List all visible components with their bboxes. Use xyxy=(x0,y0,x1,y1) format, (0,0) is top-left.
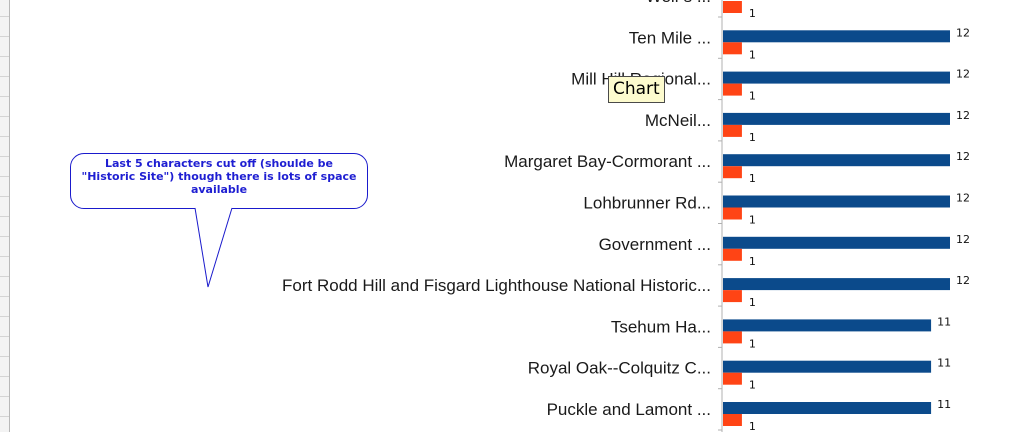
bar[interactable] xyxy=(723,402,932,414)
gutter-row-line xyxy=(0,196,9,197)
gutter-row-line xyxy=(0,76,9,77)
data-label: 12 xyxy=(956,26,970,39)
data-label: 1 xyxy=(749,296,756,309)
data-label: 1 xyxy=(749,337,756,350)
bar[interactable] xyxy=(723,195,950,208)
data-label: 1 xyxy=(749,420,756,432)
gutter-row-line xyxy=(0,256,9,257)
category-label: Weir's ... xyxy=(646,0,711,6)
category-label: McNeil... xyxy=(645,111,711,130)
data-label: 1 xyxy=(749,172,756,185)
gutter-row-line xyxy=(0,356,9,357)
gutter-row-line xyxy=(0,136,9,137)
data-label: 12 xyxy=(956,109,970,122)
data-label: 1 xyxy=(749,214,756,227)
data-label: 12 xyxy=(956,150,970,163)
gutter-row-line xyxy=(0,296,9,297)
gutter-row-line xyxy=(0,176,9,177)
category-label: Puckle and Lamont ... xyxy=(547,400,711,419)
bar[interactable] xyxy=(723,236,950,249)
category-label: Ten Mile ... xyxy=(629,28,711,47)
gutter-row-line xyxy=(0,116,9,117)
category-label: Fort Rodd Hill and Fisgard Lighthouse Na… xyxy=(282,276,711,295)
gutter-row-line xyxy=(0,156,9,157)
gutter-row-line xyxy=(0,276,9,277)
gutter-row-line xyxy=(0,416,9,417)
bar[interactable] xyxy=(723,319,932,332)
data-label: 1 xyxy=(749,48,756,61)
data-label: 12 xyxy=(956,274,970,287)
data-label: 12 xyxy=(956,192,970,205)
bar[interactable] xyxy=(723,248,742,261)
data-label: 1 xyxy=(749,90,756,103)
bar[interactable] xyxy=(723,124,742,137)
category-label: Tsehum Ha... xyxy=(611,317,711,336)
gutter-row-line xyxy=(0,396,9,397)
gutter-row-line xyxy=(0,56,9,57)
bar[interactable] xyxy=(723,83,742,96)
data-label: 11 xyxy=(937,315,951,328)
callout-text: Last 5 characters cut off (shoulde be "H… xyxy=(81,157,357,196)
data-label: 1 xyxy=(749,7,756,20)
category-label: Lohbrunner Rd... xyxy=(583,194,711,213)
gutter-row-line xyxy=(0,236,9,237)
bar[interactable] xyxy=(723,207,742,220)
gutter-row-line xyxy=(0,16,9,17)
gutter-row-line xyxy=(0,216,9,217)
gutter-row-line xyxy=(0,96,9,97)
sheet-row-gutter xyxy=(0,0,10,432)
bar[interactable] xyxy=(723,1,742,13)
gutter-row-line xyxy=(0,336,9,337)
gutter-row-line xyxy=(0,376,9,377)
bar[interactable] xyxy=(723,42,742,55)
bar[interactable] xyxy=(723,112,950,125)
category-label: Royal Oak--Colquitz C... xyxy=(528,359,711,378)
category-label: Margaret Bay-Cormorant ... xyxy=(504,152,711,171)
data-label: 11 xyxy=(937,398,951,411)
category-label: Government ... xyxy=(599,235,711,254)
bar[interactable] xyxy=(723,414,742,426)
data-label: 11 xyxy=(937,357,951,370)
bar[interactable] xyxy=(723,278,950,291)
bar[interactable] xyxy=(723,154,950,167)
data-label: 12 xyxy=(956,68,970,81)
data-label: 1 xyxy=(749,255,756,268)
bar[interactable] xyxy=(723,331,742,344)
gutter-row-line xyxy=(0,36,9,37)
bar[interactable] xyxy=(723,360,932,373)
comment-callout[interactable] xyxy=(70,153,368,209)
bar[interactable] xyxy=(723,372,742,385)
bar[interactable] xyxy=(723,290,742,303)
chart-tooltip: Chart xyxy=(608,76,665,103)
data-label: 1 xyxy=(749,379,756,392)
gutter-row-line xyxy=(0,316,9,317)
data-label: 1 xyxy=(749,131,756,144)
data-label: 12 xyxy=(956,233,970,246)
bar[interactable] xyxy=(723,166,742,179)
bar[interactable] xyxy=(723,71,950,84)
bar[interactable] xyxy=(723,30,950,43)
